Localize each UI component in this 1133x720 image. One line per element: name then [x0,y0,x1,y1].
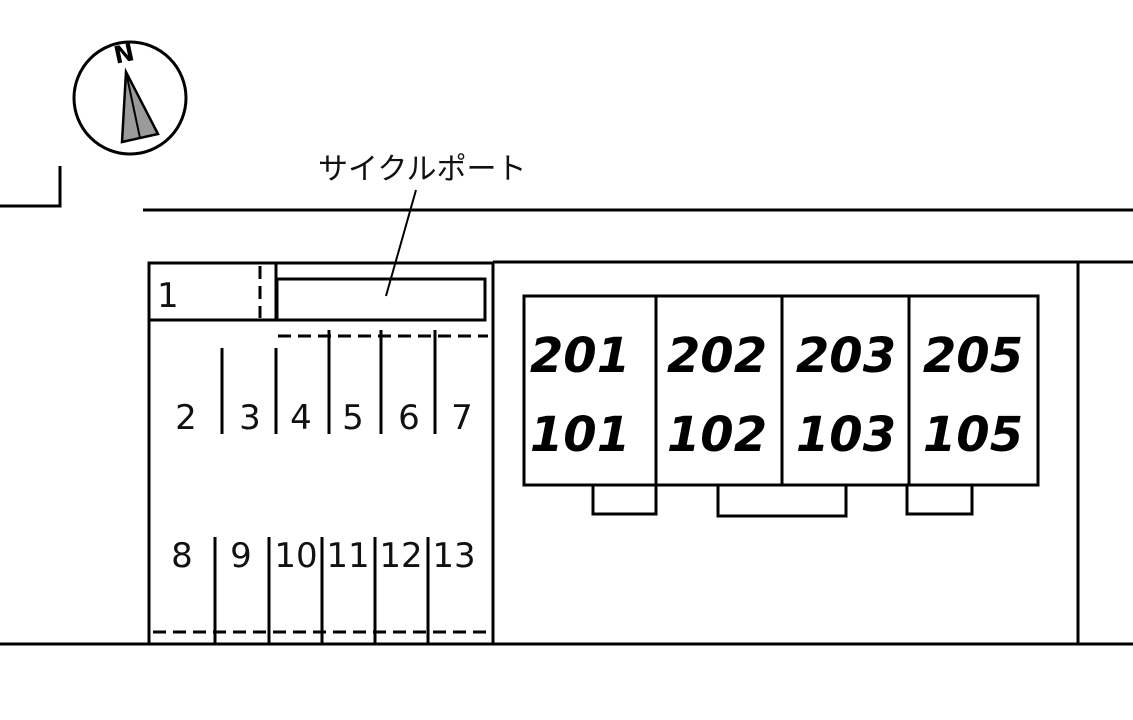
compass-ring [72,40,188,156]
parking-space-3: 3 [239,398,261,438]
parking-area: 1 2 3 4 5 6 7 8 9 10 11 12 13 [147,261,495,646]
parking-space-10: 10 [274,536,317,576]
parking-space-13: 13 [432,536,475,576]
balcony-3 [905,485,974,516]
cycle-port-label: サイクルポート [318,152,527,187]
unit-201: 201 [530,328,630,384]
parking-space-1: 1 [157,276,179,316]
unit-102: 102 [667,407,767,463]
compass: N [72,38,188,156]
parking-space-6: 6 [398,398,420,438]
parking-space-11: 11 [326,536,369,576]
building-units: 201 101 202 102 203 103 205 105 [522,294,1040,518]
parking-space-8: 8 [171,536,193,576]
unit-105: 105 [923,407,1023,463]
unit-101: 101 [530,407,630,463]
cycle-port [275,277,487,322]
parking-space-2: 2 [175,398,197,438]
balcony-1 [591,485,658,516]
boundary-corner [0,166,62,208]
parking-space-9: 9 [230,536,252,576]
unit-202: 202 [667,328,767,384]
parking-space-7: 7 [451,398,473,438]
balcony-2 [716,485,848,518]
parking-space-4: 4 [290,398,312,438]
parking-space-5: 5 [342,398,364,438]
parking-space-12: 12 [379,536,422,576]
unit-203: 203 [796,328,896,384]
unit-205: 205 [923,328,1023,384]
unit-103: 103 [796,407,896,463]
